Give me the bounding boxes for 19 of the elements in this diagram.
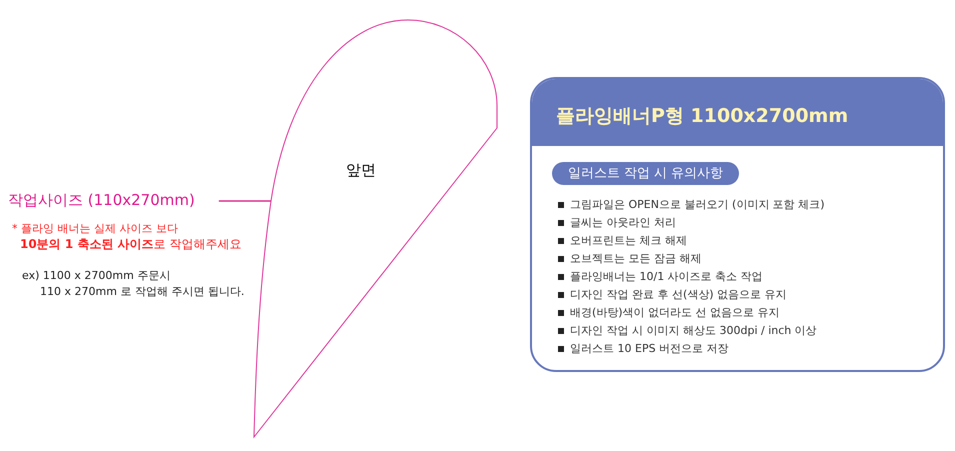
list-item: 플라잉배너는 10/1 사이즈로 축소 작업 [570, 270, 763, 284]
list-item: 디자인 작업 시 이미지 해상도 300dpi / inch 이상 [570, 324, 817, 338]
list-item: 일러스트 10 EPS 버전으로 저장 [570, 342, 729, 356]
list-item: 글씨는 아웃라인 처리 [570, 216, 676, 230]
note-text: 10분의 1 축소된 사이즈로 작업해주세요 [20, 236, 242, 253]
note-text: * 플라잉 배너는 실제 사이즈 보다 [12, 221, 178, 236]
leader-line [218, 200, 271, 202]
side-label: 앞면 [346, 161, 376, 180]
list-item: 배경(바탕)색이 없더라도 선 없음으로 유지 [570, 306, 780, 320]
info-card [530, 77, 945, 372]
list-item: 디자인 작업 완료 후 선(색상) 없음으로 유지 [570, 288, 787, 302]
size-label: 작업사이즈 (110x270mm) [8, 190, 195, 210]
list-item: 오브젝트는 모든 잠금 해제 [570, 252, 702, 266]
card-title: 플라잉배너P형 1100x2700mm [556, 104, 848, 129]
example-text: 110 x 270mm 로 작업해 주시면 됩니다. [40, 284, 244, 299]
list-item: 오버프린트는 체크 해제 [570, 234, 687, 248]
section-pill: 일러스트 작업 시 유의사항 [552, 162, 739, 185]
example-text: ex) 1100 x 2700mm 주문시 [22, 268, 170, 283]
list-item: 그림파일은 OPEN으로 불러오기 (이미지 포함 체크) [570, 198, 825, 212]
